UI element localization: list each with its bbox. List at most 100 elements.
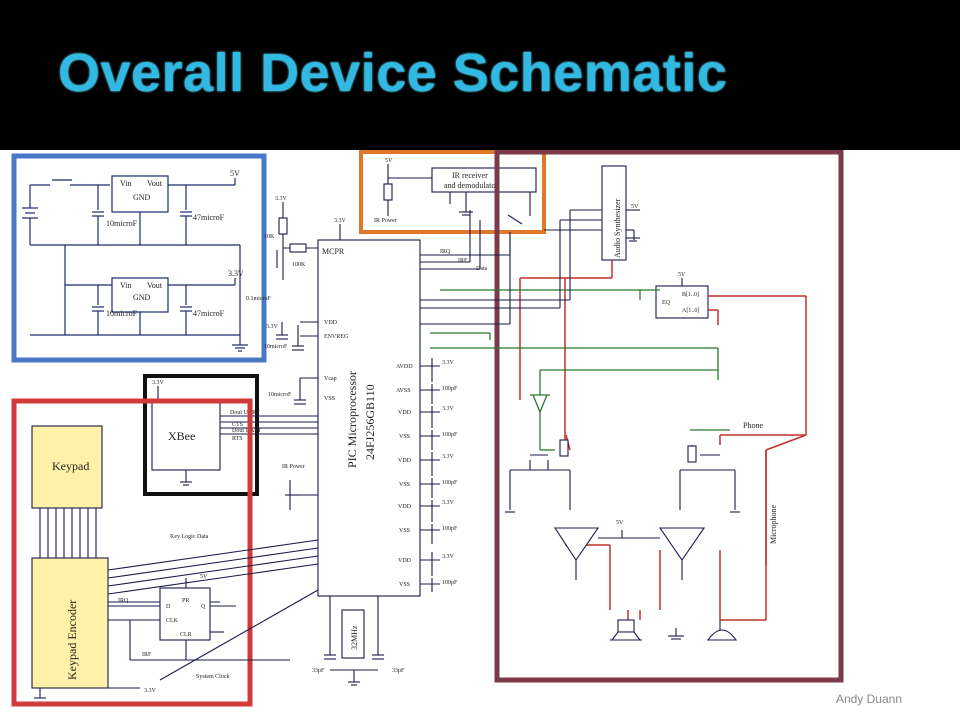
mcu-cap-label-6: 3.3V	[442, 500, 455, 506]
reg1-gnd-label: GND	[133, 193, 151, 202]
system-clock-label: System Clock	[196, 674, 230, 680]
ff-pin-d: D	[166, 604, 171, 610]
key-logic-data-label: Key Logic Data	[170, 534, 209, 540]
keypad-highlight	[11, 398, 253, 707]
opamp-rail-label: 5V	[616, 520, 624, 526]
mcu-pin-vss-3: VSS	[399, 528, 410, 534]
mcu-block	[317, 239, 421, 597]
keypad-rail-label: 3.3V	[144, 688, 157, 694]
mcu-pin-envreg: ENVREG	[324, 334, 349, 340]
mcu-pin-vss-left: VSS	[324, 396, 335, 402]
mcu-pin-vdd-4: VDD	[398, 558, 412, 564]
ir-block-label-1: IR receiver	[452, 171, 488, 180]
mcu-cap-label-2: 3.3V	[442, 406, 455, 412]
phone-label: Phone	[743, 421, 763, 430]
xbee-highlight	[143, 374, 259, 496]
resistor-100k-label: 100K	[292, 262, 306, 268]
mcu-pin-avss: AVSS	[396, 388, 411, 394]
mcu-pin-vdd-3: VDD	[398, 504, 412, 510]
schematic-diagram: Vin Vout GND 10microF 47microF 5V Vin Vo…	[11, 150, 844, 707]
mcu-cap-label-0: 3.3V	[442, 360, 455, 366]
power-supply-highlight	[11, 153, 267, 363]
flip-flop-block	[159, 587, 211, 641]
mcu-name-line-2: 24FJ256GB110	[363, 384, 377, 460]
reg2-gnd-label: GND	[133, 293, 151, 302]
mcu-section: MCPR PIC Microprocessor 24FJ256GB110 VDD…	[246, 196, 602, 686]
audio-section: Audio Synthesizer 5V 5V B[1..0] EQ A[1..…	[430, 150, 844, 683]
mcu-cap-label-4: 3.3V	[442, 454, 455, 460]
keypad-label: Keypad	[52, 459, 89, 473]
signal-irf-label: IRF	[458, 258, 468, 264]
mcu-pin-vdd-left: VDD	[324, 320, 338, 326]
rail-5v-label: 5V	[230, 169, 240, 178]
mcu-cap-label-1: 100pF	[442, 386, 458, 392]
xbee-rail-label: 3.3V	[152, 380, 165, 386]
xbee-label: XBee	[168, 429, 195, 443]
ir-receiver-highlight	[359, 150, 546, 234]
mcu-cap-label-9: 100pF	[442, 580, 458, 586]
mcu-cap-label-8: 3.3V	[442, 554, 455, 560]
eq-pin-a-label: A[1..0]	[682, 308, 699, 314]
slide-title: Overall Device Schematic	[58, 43, 728, 103]
mcu-header-label: MCPR	[322, 247, 345, 256]
mcu-pin-vss-2: VSS	[399, 482, 410, 488]
audio-synth-rail-label: 5V	[631, 204, 639, 210]
power-supply-section: Vin Vout GND 10microF 47microF 5V Vin Vo…	[11, 153, 267, 363]
mcu-pin-vss-1: VSS	[399, 434, 410, 440]
crystal-cap-label-left: 33pF	[312, 668, 325, 674]
xbee-module	[151, 401, 221, 471]
reg1-vout-label: Vout	[147, 179, 163, 188]
rail-3v3-label: 3.3V	[228, 269, 244, 278]
ir-power-label: IR Power	[374, 218, 397, 224]
mcu-pin-vdd-1: VDD	[398, 410, 412, 416]
schematic-panel: Vin Vout GND 10microF 47microF 5V Vin Vo…	[0, 150, 960, 720]
mcu-rail-label-1: 3.3V	[275, 196, 288, 202]
mcu-rail-label-2: 3.3V	[334, 218, 347, 224]
microphone-label: Microphone	[769, 504, 778, 544]
mcu-cap-label-3: 100pF	[442, 432, 458, 438]
xbee-line-0: Dout UART	[230, 410, 260, 416]
audio-synth-label: Audio Synthesizer	[613, 198, 622, 258]
ff-rail-label: 5V	[200, 574, 208, 580]
ir-power-signal-label: IR Power	[282, 464, 305, 470]
keypad-encoder-label: Keypad Encoder	[65, 600, 79, 680]
reg1-cap-out-label: 47microF	[193, 213, 225, 222]
vdd-cap-label: 10microF	[264, 344, 288, 350]
mcu-rail-label-3: 3.3V	[266, 324, 279, 330]
mcu-pin-vcap: Vcap	[324, 376, 337, 382]
reg1-cap-in-label: 10microF	[106, 219, 138, 228]
ff-pin-q: Q	[201, 604, 206, 610]
signal-data-label: Data	[476, 266, 488, 272]
audio-highlight	[494, 150, 844, 683]
reg2-vin-label: Vin	[120, 281, 132, 290]
ff-pin-clr: CLR	[180, 632, 192, 638]
mcu-name-line-1: PIC Microprocessor	[345, 371, 359, 468]
ir-receiver-section: 5V IR receiver and demodulator IR Power	[359, 150, 546, 234]
reg2-cap-in-label: 10microF	[106, 309, 138, 318]
eq-pin-b-label: B[1..0]	[682, 292, 699, 298]
footer-author: Andy Duann	[835, 692, 902, 706]
xbee-section: XBee 3.3V Dout UART CTS Dout UART RTS	[143, 374, 318, 496]
eq-rail-label: 5V	[678, 272, 686, 278]
resistor-10k-label: 10K	[264, 234, 275, 240]
title-band: Overall Device Schematic	[0, 0, 960, 150]
keypad-section: Keypad Keypad Encoder PR D Q CLK CLR 5V …	[11, 398, 319, 707]
ff-pin-clk: CLK	[166, 618, 179, 624]
signal-irq-label: IRQ	[440, 249, 451, 255]
crystal-label: 32MHz	[350, 625, 359, 650]
reg2-cap-out-label: 47microF	[193, 309, 225, 318]
envreg-cap-label: 0.1microF	[246, 296, 271, 302]
keypad-irf-label: IRF	[142, 652, 152, 658]
mcu-cap-label-7: 100pF	[442, 526, 458, 532]
keypad-irq-label: IRQ	[118, 598, 129, 604]
reg2-vout-label: Vout	[147, 281, 163, 290]
vcap-cap-label: 10microF	[268, 392, 292, 398]
reg1-vin-label: Vin	[120, 179, 132, 188]
xbee-line-2: Dout UART	[232, 428, 262, 434]
keypad-encoder-block	[31, 557, 109, 689]
crystal-cap-label-right: 33pF	[392, 668, 405, 674]
ir-block-label-2: and demodulator	[444, 181, 498, 190]
mcu-cap-label-5: 100pF	[442, 480, 458, 486]
xbee-line-3: RTS	[232, 436, 243, 442]
keypad-block	[31, 425, 103, 509]
